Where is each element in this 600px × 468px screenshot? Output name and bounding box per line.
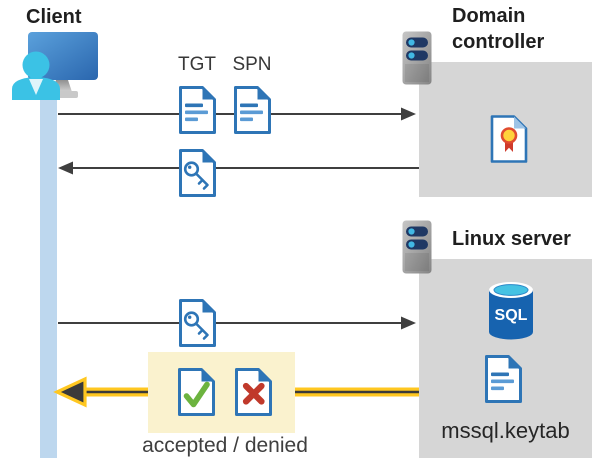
spn-label: SPN [232, 54, 272, 75]
client-timeline-bar [40, 88, 57, 458]
domain-controller-server-icon [402, 31, 432, 85]
tgt-document-icon [179, 86, 216, 134]
arrow-client-to-linux [58, 316, 416, 330]
response-label: accepted / denied [142, 434, 308, 457]
linux-server-label: Linux server [452, 228, 571, 250]
arrow-client-to-dc [58, 107, 416, 121]
key-file-icon [179, 299, 216, 347]
x-file-icon [235, 368, 272, 416]
key-file-icon [179, 149, 216, 197]
sql-text: SQL [495, 307, 528, 324]
certificate-file-icon [490, 115, 528, 163]
user-at-monitor-icon [12, 32, 98, 100]
keytab-file-icon [485, 355, 522, 403]
keytab-filename: mssql.keytab [441, 418, 570, 443]
linux-server-icon [402, 220, 432, 274]
client-label: Client [26, 6, 82, 28]
arrow-dc-to-client [58, 161, 419, 175]
sql-database-icon: SQL [489, 282, 533, 340]
check-file-icon [178, 368, 215, 416]
tgt-label: TGT [178, 54, 216, 75]
domain-controller-label: Domain controller [452, 5, 545, 53]
spn-document-icon [234, 86, 271, 134]
